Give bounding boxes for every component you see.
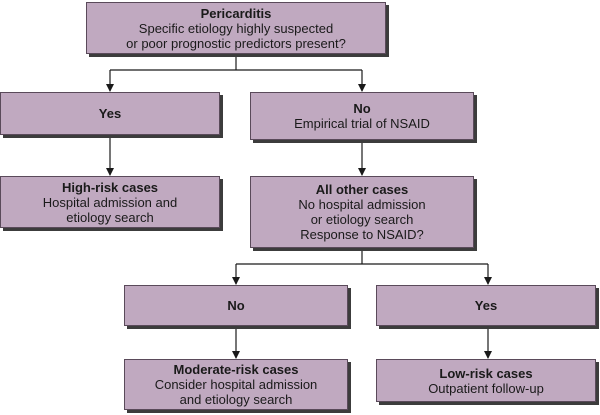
node-line: and etiology search bbox=[179, 392, 293, 407]
node-high-risk: High-risk cases Hospital admission and e… bbox=[0, 176, 220, 228]
node-no-top: No Empirical trial of NSAID bbox=[250, 92, 474, 140]
node-title: Moderate-risk cases bbox=[173, 362, 299, 377]
node-line: Outpatient follow-up bbox=[428, 380, 544, 396]
node-line: Hospital admission and bbox=[42, 194, 178, 210]
node-title: No bbox=[227, 298, 245, 313]
node-line: or poor prognostic predictors present? bbox=[126, 35, 346, 51]
node-title: Yes bbox=[98, 106, 122, 121]
node-pericarditis: Pericarditis Specific etiology highly su… bbox=[86, 2, 386, 54]
node-title: All other cases bbox=[315, 182, 409, 197]
node-title: No bbox=[353, 101, 371, 116]
node-low-risk: Low-risk cases Outpatient follow-up bbox=[376, 359, 596, 402]
node-line: Specific etiology highly suspected bbox=[138, 20, 334, 36]
node-yes-top: Yes bbox=[0, 92, 220, 135]
node-title: Yes bbox=[474, 298, 498, 313]
node-title: High-risk cases bbox=[61, 179, 159, 195]
node-line: Response to NSAID? bbox=[300, 227, 424, 242]
node-line: Empirical trial of NSAID bbox=[294, 116, 430, 131]
node-title: Pericarditis bbox=[200, 5, 272, 21]
node-line: or etiology search bbox=[310, 212, 414, 227]
node-yes-bottom: Yes bbox=[376, 285, 596, 326]
node-line: No hospital admission bbox=[298, 197, 426, 212]
node-line: etiology search bbox=[66, 209, 154, 225]
node-line: Consider hospital admission bbox=[154, 377, 318, 392]
node-all-other: All other cases No hospital admission or… bbox=[250, 176, 474, 248]
node-title: Low-risk cases bbox=[439, 365, 533, 381]
node-moderate-risk: Moderate-risk cases Consider hospital ad… bbox=[124, 359, 348, 410]
node-no-bottom: No bbox=[124, 285, 348, 326]
